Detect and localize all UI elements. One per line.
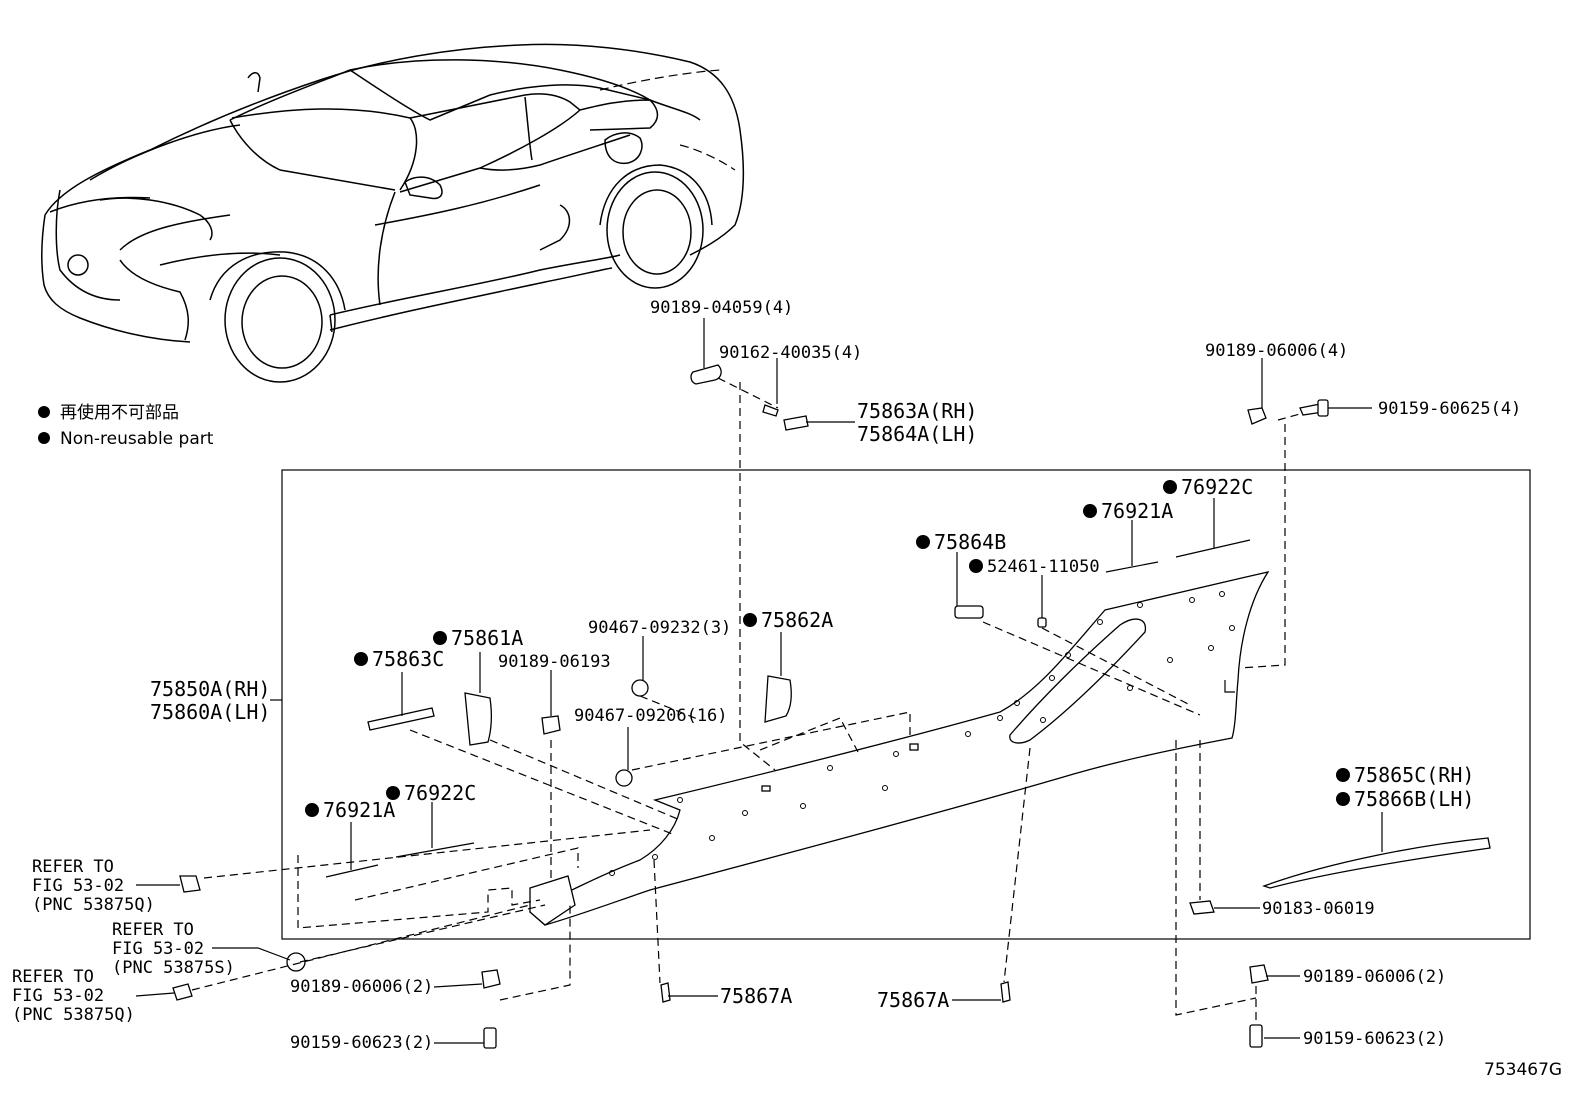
label-75863C: 75863C (372, 647, 444, 671)
part-labels: 90189-04059(4) 90162-40035(4) 75863A(RH)… (150, 298, 1521, 1053)
refer-labels: REFER TO FIG 53-02 (PNC 53875Q) REFER TO… (12, 857, 235, 1025)
label-75865C: 75865C(RH) (1354, 763, 1474, 787)
legend: 再使用不可部品 Non-reusable part (38, 402, 214, 449)
legend-jp: 再使用不可部品 (60, 402, 179, 423)
label-75864A: 75864A(LH) (857, 422, 977, 446)
label-76921A-right: 76921A (1101, 499, 1173, 523)
label-90159-60625: 90159-60625(4) (1378, 399, 1521, 419)
refer-middle-line3: (PNC 53875S) (112, 958, 235, 978)
label-75862A: 75862A (761, 608, 833, 632)
refer-middle-line1: REFER TO (112, 920, 194, 940)
label-75867A-2: 75867A (877, 988, 949, 1012)
label-90159-60623-left: 90159-60623(2) (290, 1033, 433, 1053)
label-90189-06006-4: 90189-06006(4) (1205, 341, 1348, 361)
label-90467-09232: 90467-09232(3) (588, 618, 731, 638)
label-90189-04059: 90189-04059(4) (650, 298, 793, 318)
leader-lines (135, 318, 1383, 1044)
label-90189-06193: 90189-06193 (498, 652, 611, 672)
assembly-frame (281, 469, 1531, 940)
refer-top-line3: (PNC 53875Q) (32, 895, 155, 915)
figure-code: 753467G (1484, 1060, 1562, 1080)
label-75866B: 75866B(LH) (1354, 787, 1474, 811)
label-90189-06006-2-left: 90189-06006(2) (290, 977, 433, 997)
label-90189-06006-2-right: 90189-06006(2) (1303, 967, 1446, 987)
rocker-panel (528, 571, 1270, 926)
label-76921A-left: 76921A (323, 798, 395, 822)
bullet-icon (38, 406, 50, 418)
refer-bottom-line1: REFER TO (12, 967, 94, 987)
label-52461-11050: 52461-11050 (987, 557, 1100, 577)
assembly-dashed-lines (191, 377, 1301, 1025)
label-90159-60623-right: 90159-60623(2) (1303, 1029, 1446, 1049)
refer-top-line2: FIG 53-02 (32, 876, 124, 896)
non-reusable-markers (305, 480, 1350, 817)
label-75861A: 75861A (451, 626, 523, 650)
legend-en: Non-reusable part (60, 429, 214, 449)
label-75863A: 75863A(RH) (857, 399, 977, 423)
refer-bottom-line3: (PNC 53875Q) (12, 1005, 135, 1025)
label-76922C-left: 76922C (404, 781, 476, 805)
car-illustration (41, 43, 745, 383)
small-parts (172, 364, 1491, 1049)
label-90162-40035: 90162-40035(4) (719, 343, 862, 363)
label-90467-09206: 90467-09206(16) (574, 706, 728, 726)
refer-top-line1: REFER TO (32, 857, 114, 877)
label-76922C-right: 76922C (1181, 475, 1253, 499)
label-90183-06019: 90183-06019 (1262, 899, 1375, 919)
label-75864B: 75864B (934, 530, 1006, 554)
bullet-icon (38, 432, 50, 444)
refer-bottom-line2: FIG 53-02 (12, 986, 104, 1006)
label-75867A-1: 75867A (720, 984, 792, 1008)
refer-middle-line2: FIG 53-02 (112, 939, 204, 959)
label-75860A: 75860A(LH) (150, 700, 270, 724)
label-75850A: 75850A(RH) (150, 677, 270, 701)
